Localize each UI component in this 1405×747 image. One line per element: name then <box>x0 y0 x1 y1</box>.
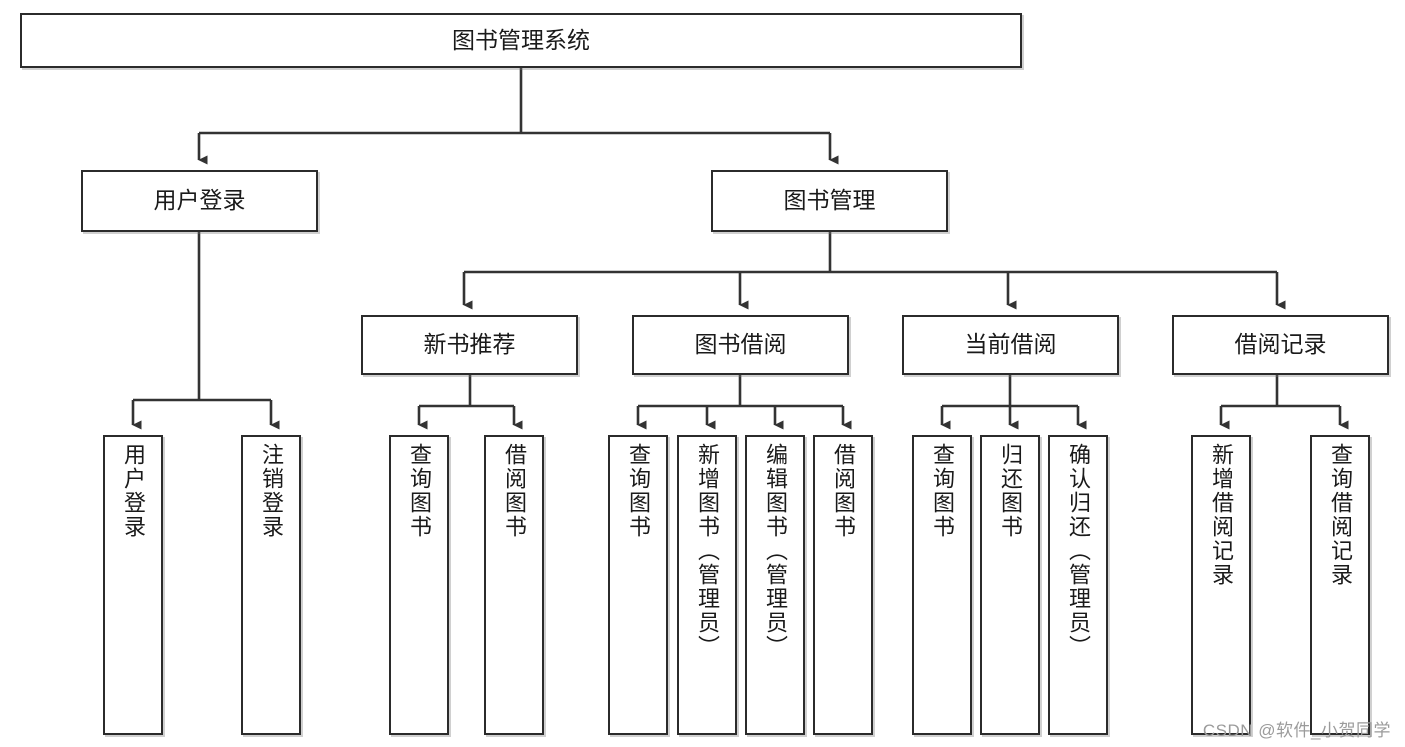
node-label: 图书借阅 <box>694 331 787 358</box>
node-current-borrowing[interactable]: 当前借阅 <box>902 315 1119 375</box>
node-user-login[interactable]: 用户登录 <box>81 170 318 232</box>
leaf-current-query-book[interactable]: 查询图书 <box>912 435 972 735</box>
leaf-records-query-record[interactable]: 查询借阅记录 <box>1310 435 1370 735</box>
leaf-user-login-signin[interactable]: 用户登录 <box>103 435 163 735</box>
node-label: 新书推荐 <box>423 331 516 358</box>
node-label: 新增借阅记录 <box>1209 443 1234 587</box>
node-label: 查询图书 <box>626 443 651 539</box>
leaf-user-login-signout[interactable]: 注销登录 <box>241 435 301 735</box>
leaf-borrow-add-book-admin[interactable]: 新增图书（管理员） <box>677 435 737 735</box>
node-label: 借阅图书 <box>831 443 856 539</box>
node-new-book-recommendation[interactable]: 新书推荐 <box>361 315 578 375</box>
node-borrowing-records[interactable]: 借阅记录 <box>1172 315 1389 375</box>
node-label: 用户登录 <box>153 187 246 214</box>
leaf-new-book-borrow[interactable]: 借阅图书 <box>484 435 544 735</box>
node-label: 确认归还（管理员） <box>1066 443 1091 659</box>
leaf-borrow-borrow-book[interactable]: 借阅图书 <box>813 435 873 735</box>
node-root-book-management-system[interactable]: 图书管理系统 <box>20 13 1022 68</box>
node-label: 新增图书（管理员） <box>695 443 720 659</box>
leaf-borrow-edit-book-admin[interactable]: 编辑图书（管理员） <box>745 435 805 735</box>
leaf-current-return-book[interactable]: 归还图书 <box>980 435 1040 735</box>
node-label: 借阅记录 <box>1234 331 1327 358</box>
leaf-new-book-query[interactable]: 查询图书 <box>389 435 449 735</box>
leaf-records-add-record[interactable]: 新增借阅记录 <box>1191 435 1251 735</box>
node-label: 查询借阅记录 <box>1328 443 1353 587</box>
node-label: 图书管理 <box>783 187 876 214</box>
node-book-borrowing[interactable]: 图书借阅 <box>632 315 849 375</box>
node-book-management[interactable]: 图书管理 <box>711 170 948 232</box>
node-label: 图书管理系统 <box>452 26 590 53</box>
node-label: 归还图书 <box>998 443 1023 539</box>
node-label: 用户登录 <box>121 443 146 539</box>
node-label: 注销登录 <box>259 443 284 539</box>
node-label: 编辑图书（管理员） <box>763 443 788 659</box>
node-label: 借阅图书 <box>502 443 527 539</box>
leaf-current-confirm-return-admin[interactable]: 确认归还（管理员） <box>1048 435 1108 735</box>
watermark: CSDN @软件_小贺同学 <box>1202 721 1391 740</box>
node-label: 当前借阅 <box>964 331 1057 358</box>
leaf-borrow-query-book[interactable]: 查询图书 <box>608 435 668 735</box>
node-label: 查询图书 <box>930 443 955 539</box>
node-label: 查询图书 <box>407 443 432 539</box>
